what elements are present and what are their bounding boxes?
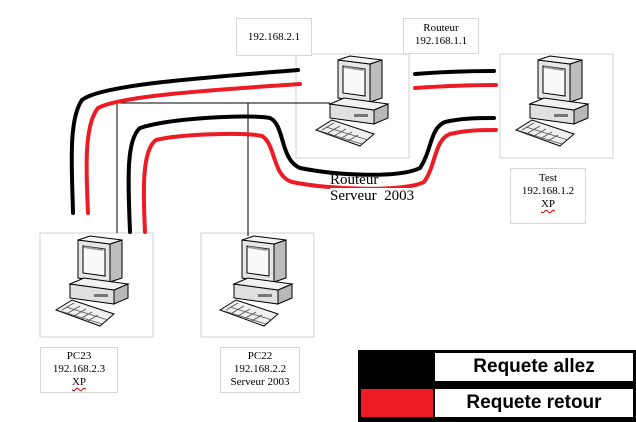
router-wan-title: Routeur xyxy=(423,22,459,34)
response-path xyxy=(84,82,302,215)
pc23-frame xyxy=(39,232,154,338)
request-path xyxy=(69,68,300,215)
pc23-os: XP xyxy=(71,376,87,388)
router-wan-ip-label: Routeur 192.168.1.1 xyxy=(403,18,479,54)
legend-response-label: Requete retour xyxy=(435,389,633,417)
test-pc-ip: 192.168.1.2 xyxy=(521,185,575,197)
pc23-label: PC23 192.168.2.3 XP xyxy=(40,347,118,393)
pc23-computer-icon xyxy=(55,235,129,327)
response-path-wan xyxy=(413,83,498,90)
pc23-name: PC23 xyxy=(66,350,92,362)
router-wan-ip: 192.168.1.1 xyxy=(414,35,468,47)
router-lan-ip-label: 192.168.2.1 xyxy=(236,18,312,56)
test-computer-icon xyxy=(515,55,589,147)
pc22-computer-icon xyxy=(219,235,293,327)
pc22-os: Serveur 2003 xyxy=(230,376,290,388)
test-pc-frame xyxy=(499,53,614,159)
pc22-frame xyxy=(200,232,315,338)
router-lan-ip: 192.168.2.1 xyxy=(247,31,301,43)
test-pc-name: Test xyxy=(538,172,558,184)
router-pc-frame xyxy=(295,53,410,159)
legend-request-swatch xyxy=(361,353,433,381)
legend-response-swatch xyxy=(361,389,433,417)
pc22-name: PC22 xyxy=(247,350,273,362)
request-path-return-leg xyxy=(126,114,496,234)
pc22-label: PC22 192.168.2.2 Serveur 2003 xyxy=(220,347,300,393)
router-name-line1: Routeur xyxy=(330,172,379,188)
request-path-wan xyxy=(413,69,496,76)
legend-response: Requete retour xyxy=(358,386,636,420)
test-pc-os: XP xyxy=(540,198,556,210)
legend: Requete allez Requete retour xyxy=(358,350,636,422)
router-name-label: Routeur Serveur 2003 xyxy=(330,172,418,204)
legend-request: Requete allez xyxy=(358,350,636,384)
pc22-ip: 192.168.2.2 xyxy=(233,363,287,375)
test-pc-label: Test 192.168.1.2 XP xyxy=(510,168,586,224)
legend-request-label: Requete allez xyxy=(435,353,633,381)
pc23-ip: 192.168.2.3 xyxy=(52,363,106,375)
response-path-return-leg xyxy=(141,128,498,234)
router-name-line2: Serveur 2003 xyxy=(330,188,418,204)
router-computer-icon xyxy=(315,55,389,147)
